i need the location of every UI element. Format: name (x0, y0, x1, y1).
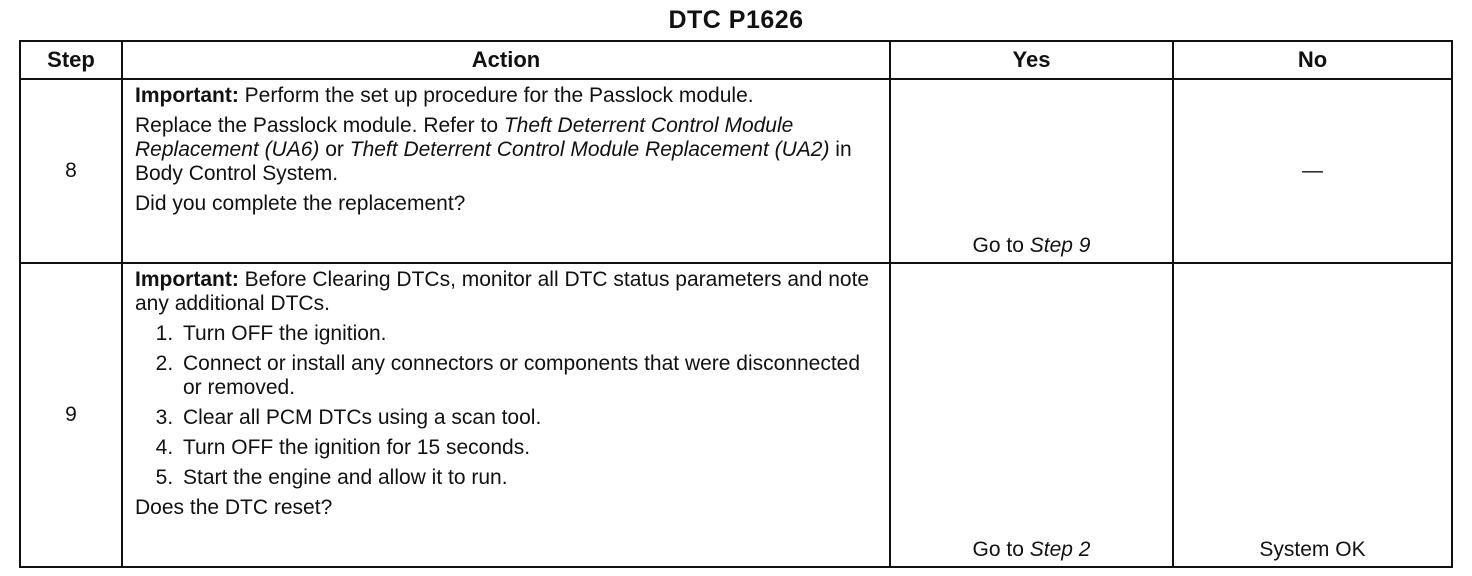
yes-step-ref: Step 2 (1029, 538, 1091, 561)
yes-step-ref: Step 9 (1029, 234, 1091, 257)
important-label: Important: (135, 84, 239, 107)
list-item: Connect or install any connectors or com… (179, 352, 877, 400)
yes-prefix: Go to (972, 234, 1030, 257)
list-item: Clear all PCM DTCs using a scan tool. (179, 406, 877, 430)
question: Does the DTC reset? (135, 496, 333, 519)
yes-cell: Go to Step 9 (889, 78, 1174, 264)
list-item: Turn OFF the ignition for 15 seconds. (179, 436, 877, 460)
list-item: Turn OFF the ignition. (179, 322, 877, 346)
replace-instruction: Replace the Passlock module. Refer to Th… (135, 114, 877, 186)
replace-post-text: in Body Control System. (135, 138, 852, 185)
reference-ua6: Theft Deterrent Control Module Replaceme… (135, 114, 794, 161)
important-text: Perform the set up procedure for the Pas… (238, 84, 754, 107)
header-no: No (1172, 40, 1453, 80)
table-row-step-8: 8 Important: Perform the set up procedur… (19, 78, 1453, 264)
question: Did you complete the replacement? (135, 192, 466, 215)
header-yes: Yes (889, 40, 1174, 80)
diagnostic-table: Step Action Yes No 8 Important: Perform … (19, 40, 1453, 568)
procedure-list: Turn OFF the ignition. Connect or instal… (135, 322, 877, 490)
step-number: 9 (19, 262, 123, 568)
reference-ua2: Theft Deterrent Control Module Replaceme… (349, 138, 830, 161)
replace-text: Replace the Passlock module. Refer to (135, 114, 504, 137)
yes-cell: Go to Step 2 (889, 262, 1174, 568)
no-cell: System OK (1172, 262, 1453, 568)
header-action: Action (121, 40, 891, 80)
step-number: 8 (19, 78, 123, 264)
no-cell: — (1172, 78, 1453, 264)
list-item: Start the engine and allow it to run. (179, 466, 877, 490)
action-cell: Important: Before Clearing DTCs, monitor… (121, 262, 891, 568)
header-step: Step (19, 40, 123, 80)
table-row-step-9: 9 Important: Before Clearing DTCs, monit… (19, 262, 1453, 568)
or-text: or (319, 138, 350, 161)
important-note: Important: Perform the set up procedure … (135, 84, 877, 108)
important-label: Important: (135, 268, 239, 291)
important-text: Before Clearing DTCs, monitor all DTC st… (135, 268, 870, 315)
page-title: DTC P1626 (668, 6, 804, 34)
action-cell: Important: Perform the set up procedure … (121, 78, 891, 264)
yes-prefix: Go to (972, 538, 1030, 561)
table-header-row: Step Action Yes No (19, 40, 1453, 80)
important-note: Important: Before Clearing DTCs, monitor… (135, 268, 877, 316)
